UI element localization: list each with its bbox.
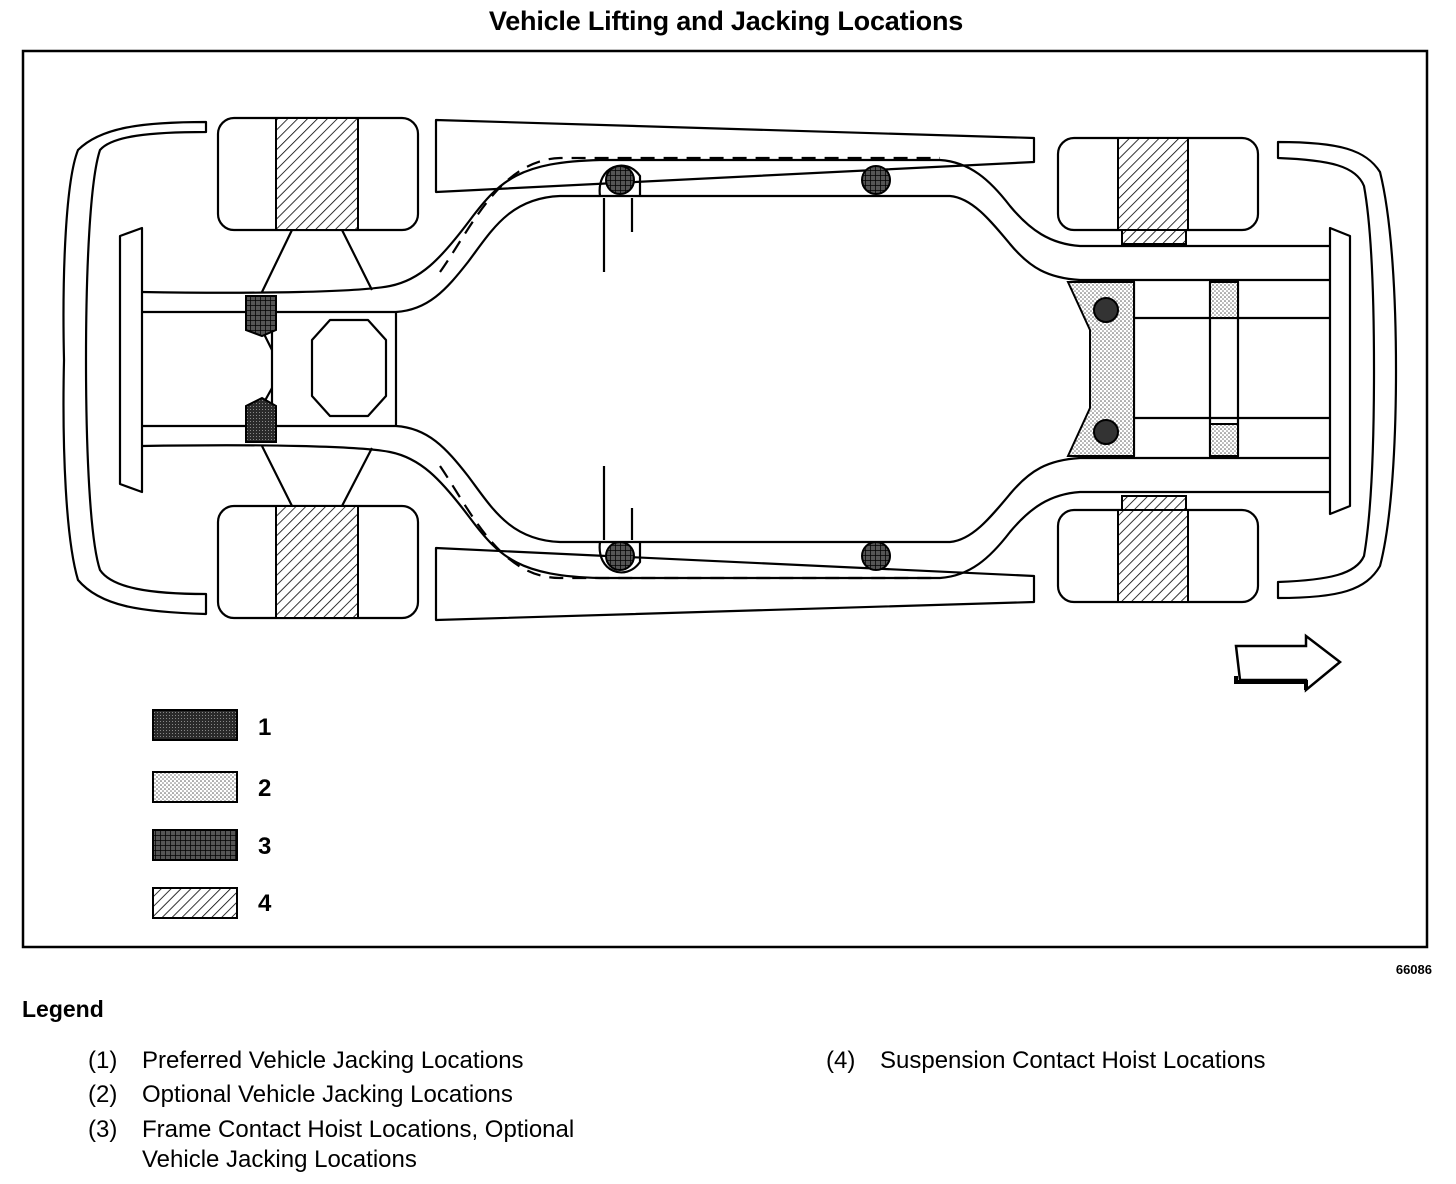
front-direction-arrow-icon (1234, 633, 1343, 693)
legend-item-text: Optional Vehicle Jacking Locations (142, 1081, 513, 1108)
suspension-hoist-front-right (275, 505, 359, 619)
legend-item-text: Suspension Contact Hoist Locations (880, 1047, 1266, 1074)
preferred-jacking-front-right (245, 396, 277, 443)
legend-item-text: Preferred Vehicle Jacking Locations (142, 1047, 524, 1074)
swatch-label-1: 1 (258, 714, 271, 741)
right-sill-dashed (439, 465, 940, 580)
legend-item-number: (1) (88, 1047, 118, 1074)
suspension-hoist-front-left (275, 117, 359, 231)
left-frame-rail-outer (141, 158, 1330, 294)
swatch-label-3: 3 (258, 833, 271, 860)
suspension-hoist-rear-left (1117, 137, 1189, 231)
front-bumper-bracket (118, 226, 144, 494)
legend-item-number: (3) (88, 1116, 118, 1143)
swatch-2 (152, 771, 238, 803)
right-frame-rail-inner (142, 424, 1330, 544)
swatch-label-2: 2 (258, 775, 271, 802)
left-sill-dashed (439, 156, 940, 273)
swatch-3 (152, 829, 238, 861)
page-title: Vehicle Lifting and Jacking Locations (488, 6, 964, 36)
frame-hoist-right-front (605, 541, 635, 571)
rear-body-outline (1276, 140, 1398, 600)
legend-item-text: Frame Contact Hoist Locations, Optional (142, 1116, 575, 1143)
legend-title: Legend (22, 996, 104, 1022)
swatch-1 (152, 709, 238, 741)
swatch-label-4: 4 (258, 890, 272, 917)
front-crossmember-opening (310, 318, 388, 418)
left-rocker-panel (434, 118, 1036, 194)
legend-item-number: (4) (826, 1047, 856, 1074)
rear-bumper-bracket (1328, 226, 1352, 516)
suspension-hoist-rear-right (1117, 509, 1189, 603)
preferred-jacking-front-left (245, 295, 277, 338)
swatch-4 (152, 887, 238, 919)
legend-item-number: (2) (88, 1081, 118, 1108)
right-frame-rail-outer (141, 444, 1330, 580)
left-frame-rail-inner (142, 194, 1330, 314)
legend-item-text: Vehicle Jacking Locations (142, 1146, 417, 1173)
optional-jacking-rear-axle (1066, 281, 1135, 457)
right-rocker-panel (434, 546, 1036, 622)
frame-hoist-left-front (605, 165, 635, 195)
front-body-outline (62, 120, 208, 616)
diagram-frame (21, 49, 1429, 949)
frame-hoist-left-rear (861, 165, 891, 195)
figure-code: 66086 (1395, 962, 1432, 977)
frame-hoist-right-rear (861, 541, 891, 571)
